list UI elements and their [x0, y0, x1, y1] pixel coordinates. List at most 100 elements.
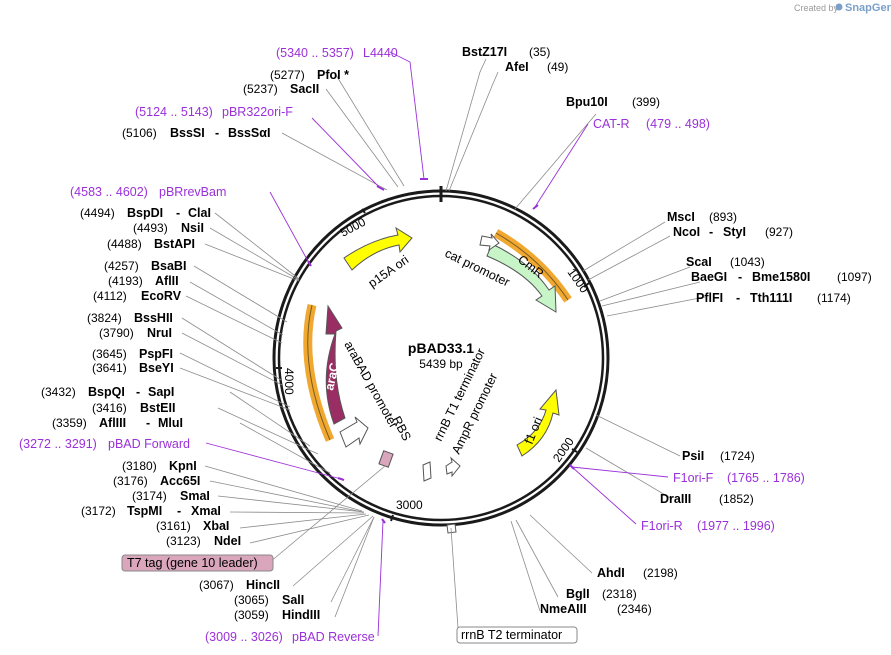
enzyme-label-bpu10i[interactable]: Bpu10I (399): [566, 95, 660, 109]
enzyme-label-baegi-bme1580i[interactable]: BaeGI - Bme1580I (1097): [691, 270, 872, 284]
svg-text:Acc65I: Acc65I: [160, 474, 200, 488]
svg-text:AfeI: AfeI: [505, 60, 529, 74]
svg-text:-: -: [736, 291, 740, 305]
primer-leaders: [205, 51, 669, 637]
svg-text:-: -: [136, 385, 140, 399]
tick-5000: 5000: [338, 208, 368, 240]
enzyme-label-nmeaiii[interactable]: NmeAIII (2346): [540, 602, 652, 616]
enzyme-label-ncoi-styi[interactable]: NcoI - StyI (927): [673, 225, 793, 239]
enzyme-label-psii[interactable]: PsiI (1724): [682, 449, 755, 463]
enzyme-label-pfoi[interactable]: (5277) PfoI *: [270, 68, 349, 82]
feature-rrnb-t2-terminator[interactable]: rrnB T2 terminator: [456, 626, 578, 644]
feature-p15a-ori[interactable]: p15A ori: [343, 226, 413, 290]
svg-text:(3272 .. 3291): (3272 .. 3291): [19, 437, 97, 451]
feature-arabad-promoter[interactable]: araBAD promoter: [339, 339, 401, 448]
svg-text:AflIII: AflIII: [99, 416, 126, 430]
svg-text:BaeGI: BaeGI: [691, 270, 727, 284]
enzyme-label-sali[interactable]: (3065) SalI: [234, 593, 304, 607]
enzyme-label-bspqi-sapi[interactable]: (3432) BspQI - SapI: [41, 385, 174, 399]
enzyme-label-sacii[interactable]: (5237) SacII: [243, 82, 319, 96]
svg-text:(4257): (4257): [104, 259, 139, 273]
svg-text:NmeAIII: NmeAIII: [540, 602, 587, 616]
enzyme-label-acc65i[interactable]: (3176) Acc65I: [113, 474, 200, 488]
svg-text:BssHII: BssHII: [134, 311, 173, 325]
primer-label-f1ori-r[interactable]: F1ori-R (1977 .. 1996): [641, 519, 775, 533]
svg-text:MluI: MluI: [158, 416, 183, 430]
svg-text:(49): (49): [547, 60, 568, 74]
enzyme-label-kpni[interactable]: (3180) KpnI: [122, 459, 197, 473]
svg-text:(3432): (3432): [41, 385, 76, 399]
svg-text:(2318): (2318): [602, 587, 637, 601]
feature-t7-tag[interactable]: T7 tag (gene 10 leader): [121, 554, 274, 572]
enzyme-label-scai[interactable]: ScaI (1043): [686, 255, 765, 269]
enzyme-label-bsssi-bsssai[interactable]: (5106) BssSI - BssSαI: [122, 126, 270, 140]
enzyme-label-ahdi[interactable]: AhdI (2198): [597, 566, 678, 580]
primer-label-l4440[interactable]: (5340 .. 5357) L4440: [276, 46, 398, 60]
svg-text:(1765 .. 1786): (1765 .. 1786): [727, 471, 805, 485]
enzyme-label-bsteii[interactable]: (3416) BstEII: [92, 401, 175, 415]
enzyme-label-bgli[interactable]: BglI (2318): [566, 587, 637, 601]
enzyme-label-nrui[interactable]: (3790) NruI: [99, 326, 172, 340]
svg-text:SmaI: SmaI: [180, 489, 210, 503]
svg-text:-: -: [709, 225, 713, 239]
feature-ampr-promoter[interactable]: AmpR promoter: [445, 371, 500, 478]
plasmid-backbone: [272, 186, 610, 527]
svg-text:BssSαI: BssSαI: [228, 126, 270, 140]
enzyme-label-smai[interactable]: (3174) SmaI: [132, 489, 210, 503]
svg-text:(2346): (2346): [617, 602, 652, 616]
svg-text:AflII: AflII: [155, 274, 179, 288]
enzyme-label-afliii-mlui[interactable]: (3359) AflIII - MluI: [52, 416, 183, 430]
svg-text:(4193): (4193): [108, 274, 143, 288]
svg-text:PspFI: PspFI: [139, 347, 173, 361]
enzyme-label-bsabi[interactable]: (4257) BsaBI: [104, 259, 186, 273]
svg-text:ScaI: ScaI: [686, 255, 712, 269]
primer-label-pbr322ori-f[interactable]: (5124 .. 5143) pBR322ori-F: [135, 105, 293, 119]
svg-text:BseYI: BseYI: [139, 361, 174, 375]
svg-text:(3359): (3359): [52, 416, 87, 430]
enzyme-label-bstz17i[interactable]: BstZ17I (35): [462, 45, 550, 59]
enzyme-label-pflfi-tth111i[interactable]: PflFI - Tth111I (1174): [696, 291, 851, 305]
svg-text:-: -: [215, 126, 219, 140]
tick-4000: 4000: [276, 367, 296, 395]
enzyme-label-xbai[interactable]: (3161) XbaI: [156, 519, 229, 533]
svg-text:NsiI: NsiI: [181, 221, 204, 235]
enzyme-label-pspfi[interactable]: (3645) PspFI: [92, 347, 173, 361]
svg-text:(3790): (3790): [99, 326, 134, 340]
primer-label-f1ori-f[interactable]: F1ori-F (1765 .. 1786): [673, 471, 805, 485]
svg-text:L4440: L4440: [363, 46, 398, 60]
enzyme-label-bstapi[interactable]: (4488) BstAPI: [107, 237, 195, 251]
primer-label-pbad-forward[interactable]: (3272 .. 3291) pBAD Forward: [19, 437, 190, 451]
primer-label-pbad-reverse[interactable]: (3009 .. 3026) pBAD Reverse: [205, 630, 375, 644]
svg-text:4000: 4000: [282, 368, 296, 395]
enzyme-label-nsii[interactable]: (4493) NsiI: [133, 221, 204, 235]
enzyme-label-ndei[interactable]: (3123) NdeI: [166, 534, 241, 548]
enzyme-label-aflii[interactable]: (4193) AflII: [108, 274, 179, 288]
svg-text:SapI: SapI: [148, 385, 174, 399]
feature-t7-tag-label: T7 tag (gene 10 leader): [127, 556, 258, 570]
plasmid-name: pBAD33.1: [408, 340, 474, 356]
svg-text:MscI: MscI: [667, 210, 695, 224]
svg-text:(3176): (3176): [113, 474, 148, 488]
svg-text:PfoI *: PfoI *: [317, 68, 349, 82]
enzyme-label-hincii[interactable]: (3067) HincII: [199, 578, 280, 592]
svg-text:PflFI: PflFI: [696, 291, 723, 305]
primer-label-cat-r[interactable]: CAT-R (479 .. 498): [593, 117, 710, 131]
enzyme-label-bseyi[interactable]: (3641) BseYI: [92, 361, 174, 375]
enzyme-label-draiii[interactable]: DraIII (1852): [660, 492, 754, 506]
enzyme-label-ecorv[interactable]: (4112) EcoRV: [93, 289, 182, 303]
enzyme-label-hindiii[interactable]: (3059) HindIII: [234, 608, 320, 622]
svg-text:(3059): (3059): [234, 608, 269, 622]
feature-rrnb-t2-terminator-mark[interactable]: [446, 523, 457, 534]
enzyme-label-msci[interactable]: MscI (893): [667, 210, 737, 224]
primer-label-pbrrevbam[interactable]: (4583 .. 4602) pBRrevBam: [70, 185, 226, 199]
feature-arac[interactable]: araC: [303, 303, 346, 442]
feature-f1-ori[interactable]: f1 ori: [516, 388, 560, 457]
enzyme-label-bspdi-clai[interactable]: (4494) BspDI - ClaI: [80, 206, 211, 220]
svg-text:(5277): (5277): [270, 68, 305, 82]
svg-text:HincII: HincII: [246, 578, 280, 592]
feature-rrnb-t2-label: rrnB T2 terminator: [461, 628, 562, 642]
enzyme-label-bsshii[interactable]: (3824) BssHII: [87, 311, 173, 325]
enzyme-label-afei[interactable]: AfeI (49): [505, 60, 568, 74]
svg-text:(3180): (3180): [122, 459, 157, 473]
enzyme-label-tspmi-xmai[interactable]: (3172) TspMI - XmaI: [81, 504, 221, 518]
